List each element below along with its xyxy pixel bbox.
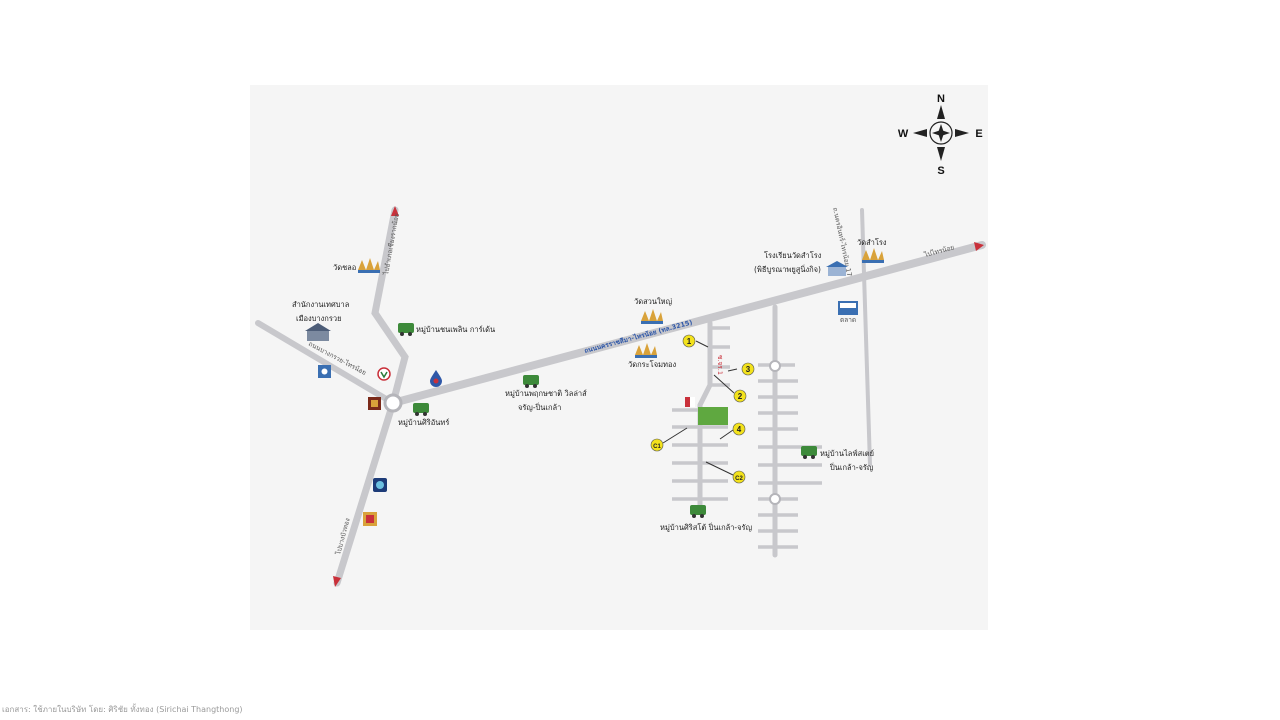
school-icon: [826, 261, 848, 276]
svg-text:2: 2: [738, 392, 743, 401]
label-school-1: โรงเรียนวัดสำโรง: [764, 251, 822, 260]
marker-c1: C1: [650, 438, 664, 452]
label-wat-samrong: วัดสำโรง: [857, 238, 887, 247]
flag-icon: [685, 397, 695, 407]
marker-2: 2: [733, 389, 747, 403]
compass-needle-east: [955, 129, 969, 137]
compass-rose: N S E W: [898, 93, 983, 177]
label-municipal-office-2: เมืองบางกรวย: [296, 314, 341, 323]
temple-icon: [862, 248, 884, 263]
marker-3: 3: [741, 362, 755, 376]
compass-label-s: S: [937, 165, 944, 177]
grid-roundabout-top: [769, 360, 781, 372]
label-village-land-2: ปิ่นเกล้า-จรัญ: [829, 462, 873, 472]
temple-icon: [641, 309, 663, 324]
label-village-pruksa-2: จรัญ-ปิ่นเกล้า: [518, 402, 561, 412]
label-wat-ratchaburana: วัดกระโจมทอง: [628, 360, 676, 369]
label-wat-left: วัดชลอ: [333, 263, 356, 272]
svg-text:1: 1: [687, 337, 692, 346]
compass-label-n: N: [937, 93, 945, 105]
village-car-icon: [690, 505, 706, 518]
label-village-pruksa-1: หมู่บ้านพฤกษชาติ วิลล่าส์: [505, 389, 587, 398]
bank-icon: [373, 478, 387, 492]
svg-text:4: 4: [737, 425, 742, 434]
arrow-east: [974, 242, 984, 251]
label-market-sign: ตลาด: [840, 316, 856, 324]
government-building-icon: [305, 323, 331, 341]
arrow-north: [391, 206, 399, 216]
compass-needle-north: [937, 105, 945, 119]
village-car-icon: [523, 375, 539, 388]
label-village-land-1: หมู่บ้านไลฟ์สเตย์: [820, 449, 874, 458]
compass-needle-south: [937, 147, 945, 161]
svg-text:C1: C1: [653, 444, 661, 450]
bank-icon: [363, 512, 377, 526]
compass-label-w: W: [898, 128, 909, 140]
store-icon: [838, 301, 858, 315]
village-car-icon: [398, 323, 414, 336]
marker-pointers: [662, 340, 738, 476]
main-highway-road: [389, 241, 986, 407]
label-municipal-office-1: สำนักงานเทศบาล: [292, 300, 349, 309]
roundabouts: [383, 360, 781, 505]
road-network: [255, 206, 986, 587]
label-school-2: (พิธีบูรณาพยูสูนิ่งกิจ): [754, 264, 821, 274]
side-streets: [672, 326, 822, 549]
marker-4: 4: [732, 422, 746, 436]
north-road: [371, 206, 409, 407]
main-roundabout: [383, 393, 403, 413]
road-label-chiang-rak: ไปอำเภอเชียงรากน้อย: [382, 213, 401, 277]
bank-icon: [368, 397, 381, 410]
temple-icon: [358, 258, 380, 273]
south-road: [333, 399, 397, 587]
label-village-sri: หมู่บ้านศิริอันทร์: [398, 418, 449, 427]
location-map: ถนนนครราชสีมา-ไทรน้อย (ทล.3215) ไปอำเภอเ…: [250, 85, 988, 630]
svg-text:C2: C2: [735, 476, 743, 482]
label-wat-suan-yai: วัดสวนใหญ่: [634, 297, 672, 306]
label-village-chonnapa: หมู่บ้านชนเพลิน การ์เด้น: [416, 325, 495, 334]
gas-station-icon: [430, 370, 442, 387]
arrow-south: [333, 576, 341, 587]
west-road: [255, 320, 396, 406]
compass-label-e: E: [975, 128, 982, 140]
bank-icon: [377, 367, 391, 381]
village-car-icon: [801, 446, 817, 459]
grid-roundabout-bottom: [769, 493, 781, 505]
label-village-bottom: หมู่บ้านศิริสโต้ ปิ่นเกล้า-จรัญ: [660, 522, 752, 532]
marker-1: 1: [682, 334, 696, 348]
landmark-icons: [305, 248, 884, 526]
footer-credit: เอกสาร: ใช้ภายในบริษัท โดย: ศิริชัย ทั้ง…: [2, 705, 243, 714]
road-end-arrows: [333, 206, 984, 587]
village-car-icon: [413, 403, 429, 416]
temple-icon: [635, 343, 657, 358]
road-label-soi: ซ.จร.1: [716, 355, 724, 375]
property-plot: [698, 407, 728, 425]
soi-road: [697, 320, 713, 508]
svg-text:3: 3: [746, 365, 751, 374]
bank-icon: [318, 365, 331, 378]
marker-c2: C2: [732, 470, 746, 484]
compass-needle-west: [913, 129, 927, 137]
east-vertical-road: [860, 208, 872, 467]
